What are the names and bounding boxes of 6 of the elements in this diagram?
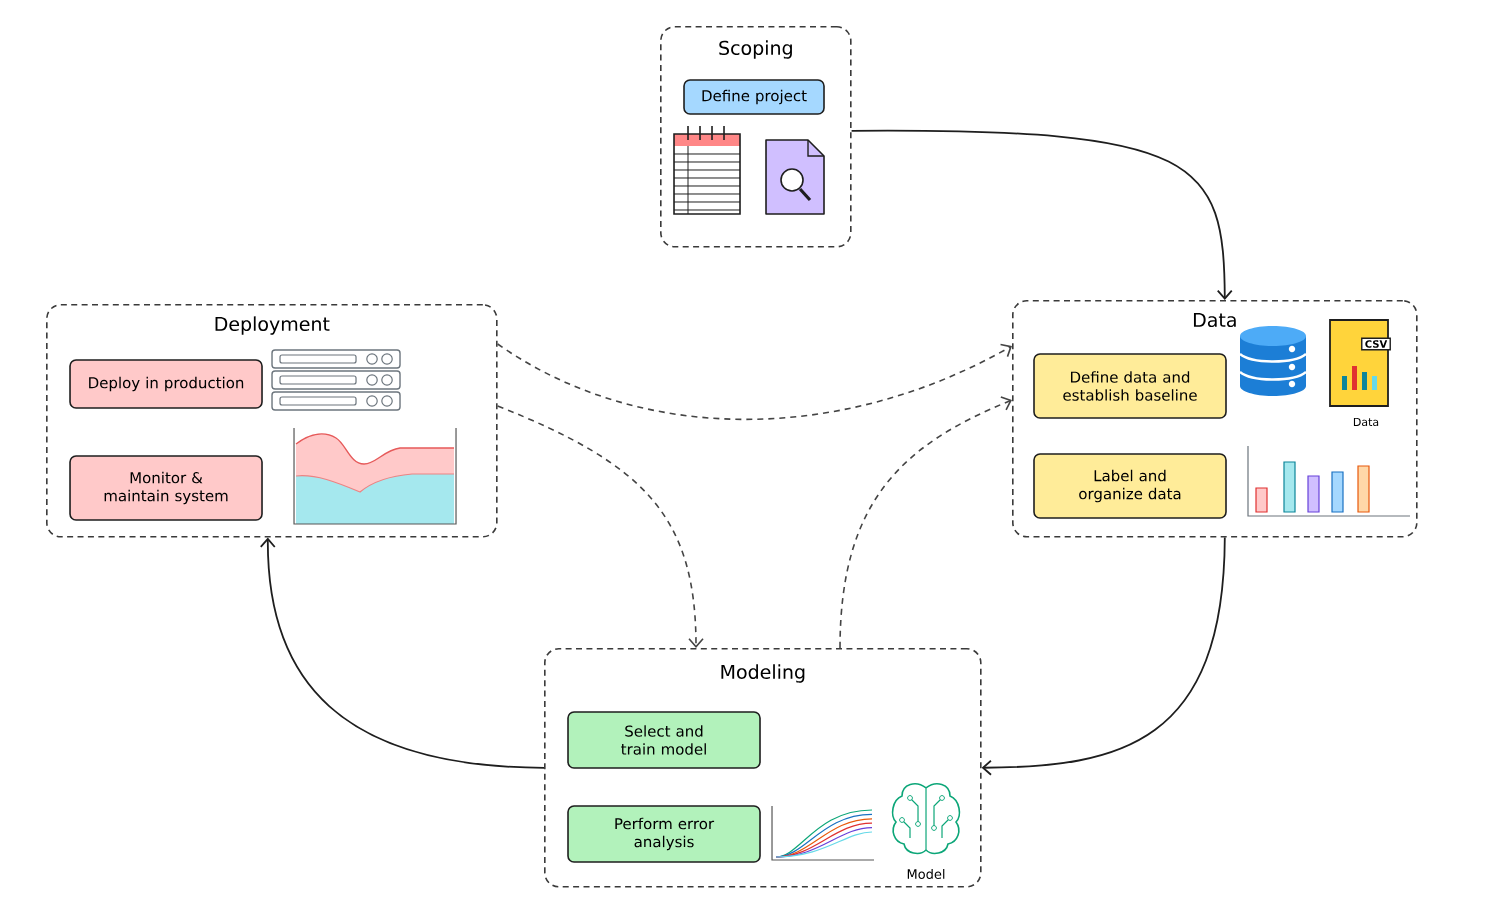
arrow (850, 129, 1233, 300)
arrow (981, 536, 1226, 776)
dashed-arrow (496, 405, 704, 648)
dashed-arrow (496, 343, 1012, 421)
arrow (259, 537, 545, 769)
dashed-arrow (839, 396, 1012, 649)
